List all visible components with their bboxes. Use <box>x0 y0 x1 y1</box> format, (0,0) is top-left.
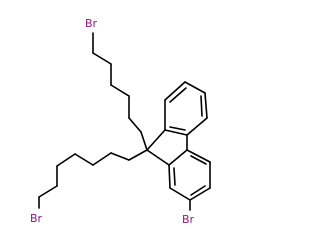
atom-symbol: Br <box>85 17 98 30</box>
atom-label-br-bottom-left: Br <box>28 210 48 225</box>
lower-benzene-ring <box>168 149 211 211</box>
atom-symbol: Br <box>30 212 43 225</box>
atom-label-br-ring: Br <box>180 211 200 226</box>
lower-bromohexyl-chain <box>38 149 148 209</box>
upper-bromohexyl-chain <box>92 32 148 151</box>
molecule-structure: Br Br Br <box>28 15 211 226</box>
fluorene-five-membered-ring <box>146 129 188 166</box>
upper-benzene-ring <box>164 81 208 136</box>
atom-label-br-top: Br <box>83 15 103 30</box>
atom-symbol: Br <box>182 213 195 226</box>
